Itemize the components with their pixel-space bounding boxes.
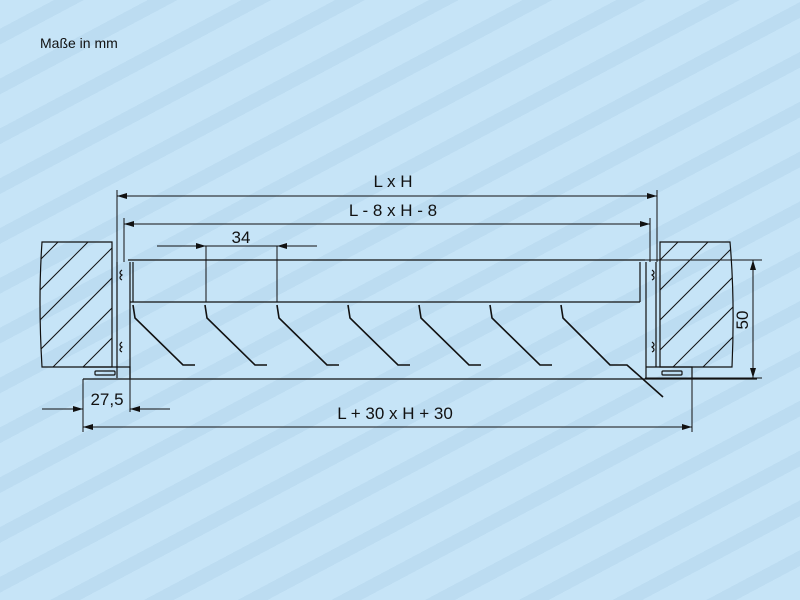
dim-outer-label: L x H (373, 172, 412, 191)
louvres (132, 304, 664, 398)
units-note: Maße in mm (40, 35, 118, 51)
dim-pitch-label: 34 (232, 228, 251, 247)
dim-overall-label: L + 30 x H + 30 (337, 404, 453, 423)
dim-depth-label: 50 (733, 311, 752, 330)
dim-inner-label: L - 8 x H - 8 (349, 201, 437, 220)
dim-flange-label: 27,5 (90, 390, 123, 409)
